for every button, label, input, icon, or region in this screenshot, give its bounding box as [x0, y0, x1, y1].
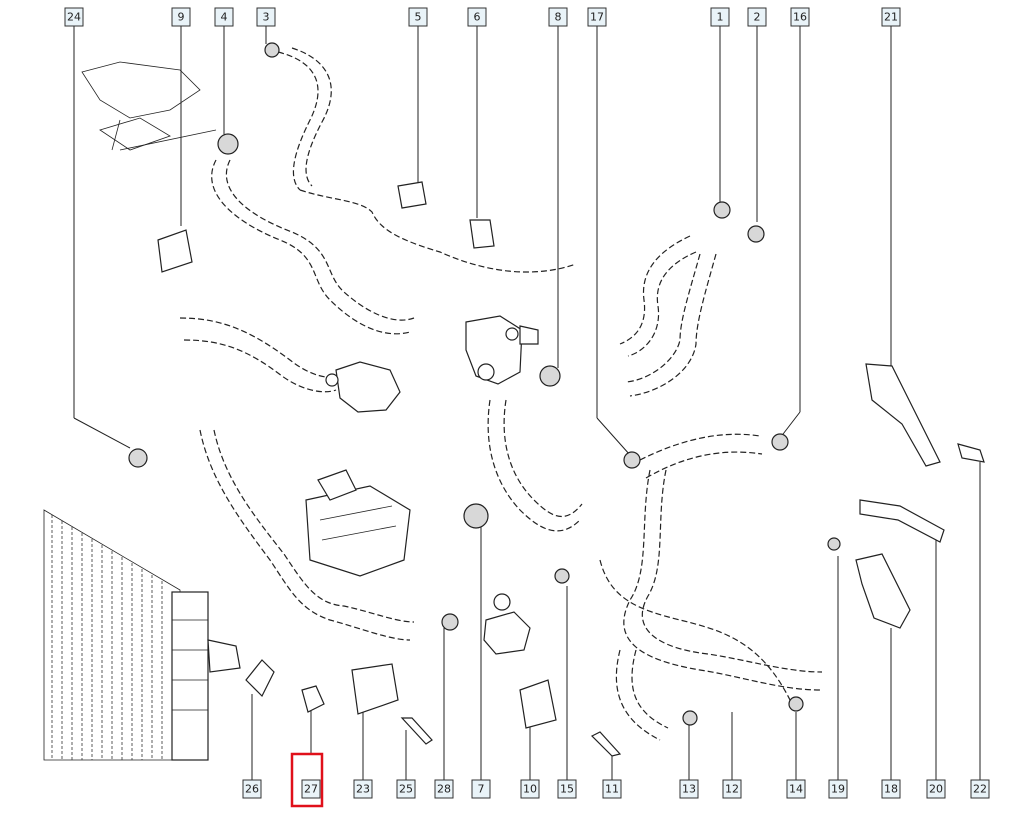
bracket-20 — [859, 499, 945, 543]
clamp-13 — [682, 710, 698, 726]
valve-6 — [469, 219, 495, 249]
hoses — [179, 47, 823, 741]
svg-text:28: 28 — [437, 783, 451, 796]
callout-7[interactable]: 7 — [471, 779, 491, 799]
callout-28[interactable]: 28 — [434, 779, 454, 799]
callout-1[interactable]: 1 — [710, 7, 730, 27]
callout-13[interactable]: 13 — [679, 779, 699, 799]
svg-text:1: 1 — [717, 11, 724, 24]
callout-16[interactable]: 16 — [790, 7, 810, 27]
svg-text:13: 13 — [682, 783, 696, 796]
components — [128, 42, 985, 757]
callout-18[interactable]: 18 — [881, 779, 901, 799]
callout-5[interactable]: 5 — [408, 7, 428, 27]
fastener-19 — [827, 537, 841, 551]
bolt-22 — [957, 443, 985, 463]
callout-10[interactable]: 10 — [520, 779, 540, 799]
callout-27[interactable]: 27 — [301, 779, 321, 799]
fastener-25 — [400, 717, 433, 745]
clamp-16 — [771, 433, 789, 451]
clip-27 — [301, 685, 325, 713]
clamp-15 — [554, 568, 570, 584]
svg-text:18: 18 — [884, 783, 898, 796]
svg-text:27: 27 — [304, 783, 318, 796]
callout-8[interactable]: 8 — [548, 7, 568, 27]
clip-26 — [245, 659, 275, 698]
bracket-23 — [351, 663, 399, 715]
clamp-1 — [713, 201, 731, 219]
highlight-frame-27 — [290, 752, 324, 808]
callout-3[interactable]: 3 — [256, 7, 276, 27]
callout-4[interactable]: 4 — [214, 7, 234, 27]
svg-text:3: 3 — [263, 11, 270, 24]
callout-9[interactable]: 9 — [171, 7, 191, 27]
svg-text:21: 21 — [884, 11, 898, 24]
callout-25[interactable]: 25 — [396, 779, 416, 799]
svg-text:5: 5 — [415, 11, 422, 24]
callouts-bottom: 26 27 23 25 28 7 10 15 — [242, 779, 990, 799]
svg-text:16: 16 — [793, 11, 807, 24]
callout-19[interactable]: 19 — [828, 779, 848, 799]
thermostat-housing — [465, 315, 539, 385]
engine-bracket-top-left — [81, 61, 217, 151]
svg-text:10: 10 — [523, 783, 537, 796]
bracket-18 — [855, 553, 911, 629]
callout-23[interactable]: 23 — [353, 779, 373, 799]
leader-lines-top — [73, 26, 892, 456]
callout-6[interactable]: 6 — [467, 7, 487, 27]
electric-water-pump — [483, 593, 531, 655]
svg-text:12: 12 — [725, 783, 739, 796]
svg-text:24: 24 — [67, 11, 81, 24]
svg-text:17: 17 — [590, 11, 604, 24]
callout-26[interactable]: 26 — [242, 779, 262, 799]
svg-text:20: 20 — [929, 783, 943, 796]
svg-text:23: 23 — [356, 783, 370, 796]
callout-21[interactable]: 21 — [881, 7, 901, 27]
clamp-17 — [623, 451, 641, 469]
fastener-11 — [590, 731, 622, 757]
clamp-8 — [539, 365, 561, 387]
clamp-14 — [788, 696, 804, 712]
bracket-21 — [865, 363, 941, 467]
clamp-2 — [747, 225, 765, 243]
bracket-9 — [157, 229, 193, 273]
clamp-4 — [217, 133, 239, 155]
clamp-3 — [264, 42, 280, 58]
svg-text:7: 7 — [478, 783, 485, 796]
svg-text:11: 11 — [605, 783, 619, 796]
svg-text:9: 9 — [178, 11, 185, 24]
svg-text:8: 8 — [555, 11, 562, 24]
svg-text:26: 26 — [245, 783, 259, 796]
svg-text:2: 2 — [754, 11, 761, 24]
clamp-28 — [441, 613, 459, 631]
svg-text:15: 15 — [560, 783, 574, 796]
callout-11[interactable]: 11 — [602, 779, 622, 799]
clamp-7 — [463, 503, 489, 529]
svg-text:14: 14 — [789, 783, 803, 796]
callout-12[interactable]: 12 — [722, 779, 742, 799]
callout-17[interactable]: 17 — [587, 7, 607, 27]
callout-22[interactable]: 22 — [970, 779, 990, 799]
bracket-10 — [519, 679, 557, 729]
svg-text:4: 4 — [221, 11, 228, 24]
water-outlet — [325, 361, 401, 413]
radiator — [43, 509, 241, 761]
callout-14[interactable]: 14 — [786, 779, 806, 799]
callout-15[interactable]: 15 — [557, 779, 577, 799]
callout-20[interactable]: 20 — [926, 779, 946, 799]
svg-text:19: 19 — [831, 783, 845, 796]
callout-24[interactable]: 24 — [64, 7, 84, 27]
callouts-top: 24 9 4 3 5 6 8 17 — [64, 7, 901, 27]
svg-text:25: 25 — [399, 783, 413, 796]
svg-text:6: 6 — [474, 11, 481, 24]
connector-5 — [397, 181, 427, 209]
auxiliary-unit — [305, 469, 411, 577]
callout-2[interactable]: 2 — [747, 7, 767, 27]
svg-text:22: 22 — [973, 783, 987, 796]
clamp-24 — [128, 448, 148, 468]
